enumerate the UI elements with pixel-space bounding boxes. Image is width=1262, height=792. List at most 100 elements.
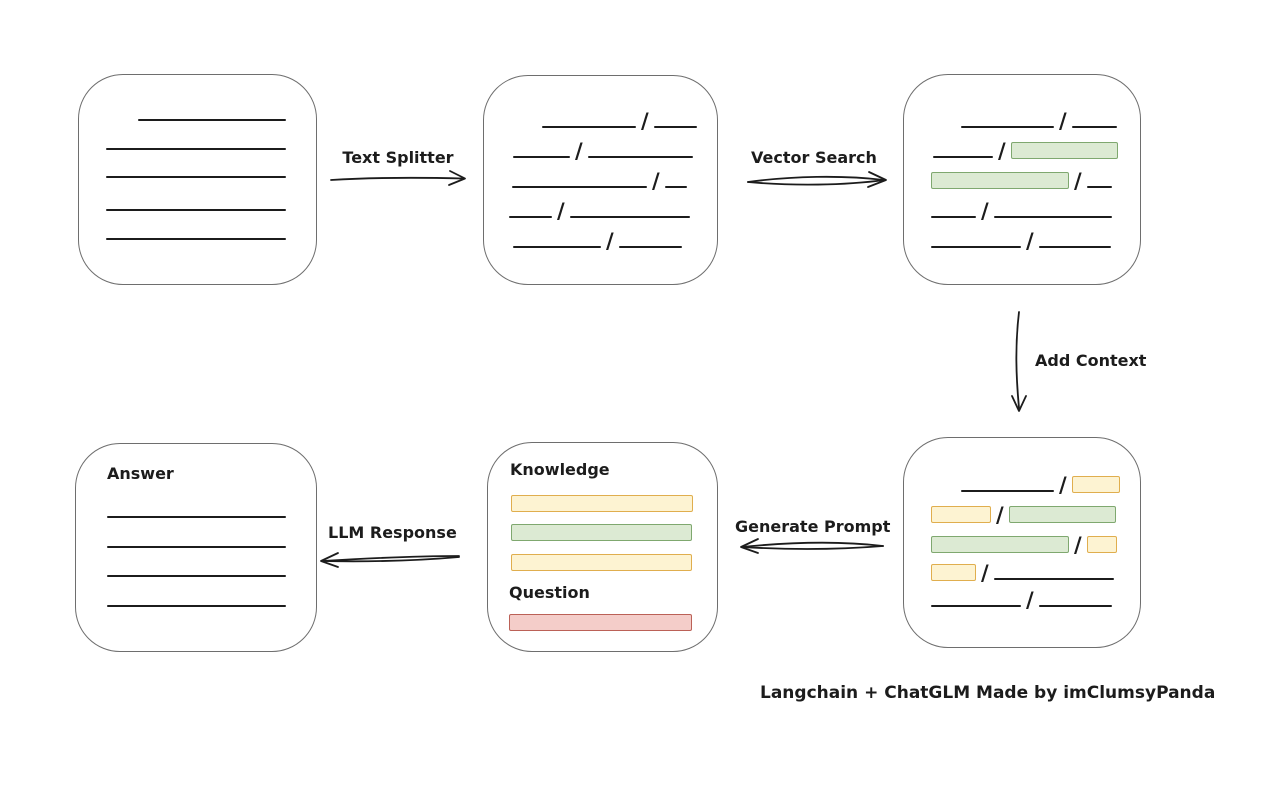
doc-row: / xyxy=(512,169,687,193)
text-line xyxy=(107,546,286,548)
arrow-line xyxy=(321,556,460,563)
node-prompt: Knowledge Question xyxy=(487,442,718,652)
doc-row xyxy=(106,131,286,151)
doc-row xyxy=(107,529,286,549)
text-line xyxy=(933,156,993,158)
text-line xyxy=(106,176,286,178)
doc-row xyxy=(106,159,286,179)
doc-row: / xyxy=(931,533,1117,557)
split-slash: / xyxy=(996,503,1004,527)
generate-prompt-arrow xyxy=(740,538,884,554)
split-slash: / xyxy=(1074,533,1082,557)
text-line xyxy=(931,246,1021,248)
doc-row xyxy=(106,221,286,241)
split-slash: / xyxy=(1059,473,1067,497)
arrow-line xyxy=(747,175,885,183)
add-context-label: Add Context xyxy=(1035,351,1147,370)
text-splitter-arrow xyxy=(330,170,466,186)
green-chunk xyxy=(931,536,1069,553)
text-line xyxy=(961,490,1054,492)
vector-search-label: Vector Search xyxy=(751,148,877,167)
text-line xyxy=(653,126,697,128)
text-line xyxy=(138,119,286,121)
arrow-line xyxy=(1015,311,1020,409)
doc-row xyxy=(511,521,692,541)
split-slash: / xyxy=(998,139,1006,163)
doc-row xyxy=(511,551,692,571)
vector-search-arrow xyxy=(747,171,887,188)
doc-row xyxy=(107,588,286,608)
arrow-head xyxy=(740,538,759,554)
doc-row: / xyxy=(931,503,1116,527)
text-line xyxy=(993,216,1112,218)
split-slash: / xyxy=(981,199,989,223)
text-line xyxy=(513,246,601,248)
arrow-line xyxy=(330,176,464,181)
arrow-line xyxy=(741,541,884,548)
text-line xyxy=(513,156,570,158)
text-line xyxy=(664,186,687,188)
text-line xyxy=(931,216,976,218)
text-line xyxy=(1071,126,1117,128)
text-line xyxy=(1038,605,1112,607)
yellow-chunk xyxy=(1086,536,1117,553)
text-splitter-label: Text Splitter xyxy=(342,148,454,167)
text-line xyxy=(106,148,286,150)
doc-row xyxy=(138,102,286,122)
arrow-head xyxy=(1011,395,1027,412)
doc-row: / xyxy=(931,561,1114,585)
text-line xyxy=(618,246,682,248)
arrow-head xyxy=(867,171,887,188)
doc-row: / xyxy=(513,229,682,252)
split-slash: / xyxy=(652,169,660,193)
text-line xyxy=(107,575,286,577)
doc-row: / xyxy=(931,169,1112,193)
doc-row: / xyxy=(931,199,1112,223)
green-chunk xyxy=(1008,506,1116,523)
split-slash: / xyxy=(1074,169,1082,193)
text-line xyxy=(512,186,647,188)
arrow-head xyxy=(320,552,339,568)
doc-row: / xyxy=(513,139,693,162)
arrow-head xyxy=(448,170,466,186)
knowledge-label: Knowledge xyxy=(510,460,610,479)
text-line xyxy=(587,156,693,158)
split-slash: / xyxy=(1059,109,1067,133)
doc-row: / xyxy=(509,199,690,222)
doc-row: / xyxy=(961,109,1117,133)
red-chunk xyxy=(509,614,692,631)
attribution-caption: Langchain + ChatGLM Made by imClumsyPand… xyxy=(760,683,1216,703)
doc-row xyxy=(509,611,692,631)
split-slash: / xyxy=(1026,588,1034,612)
node-source-document xyxy=(78,74,317,285)
text-line xyxy=(107,516,286,518)
split-slash: / xyxy=(1026,229,1034,253)
node-answer: Answer xyxy=(75,443,317,652)
text-line xyxy=(1038,246,1111,248)
text-line xyxy=(509,216,552,218)
doc-row: / xyxy=(961,473,1120,497)
node-vector-search-results: / / / / / xyxy=(903,74,1141,285)
doc-row: / xyxy=(931,588,1112,612)
text-line xyxy=(961,126,1054,128)
text-line xyxy=(106,209,286,211)
llm-response-label: LLM Response xyxy=(328,523,457,542)
doc-row xyxy=(106,192,286,212)
generate-prompt-label: Generate Prompt xyxy=(735,517,891,536)
yellow-chunk xyxy=(511,554,692,571)
node-context-chunks: / / / / / xyxy=(903,437,1141,648)
yellow-chunk xyxy=(931,564,976,581)
text-line xyxy=(993,578,1114,580)
text-line xyxy=(106,238,286,240)
split-slash: / xyxy=(981,561,989,585)
llm-response-arrow xyxy=(320,552,460,568)
split-slash: / xyxy=(641,109,649,133)
doc-row: / xyxy=(542,109,697,133)
arrow-line xyxy=(741,545,884,550)
doc-row: / xyxy=(933,139,1118,163)
yellow-chunk xyxy=(511,495,693,512)
green-chunk xyxy=(1010,142,1118,159)
doc-row xyxy=(107,558,286,578)
answer-label: Answer xyxy=(107,464,174,483)
